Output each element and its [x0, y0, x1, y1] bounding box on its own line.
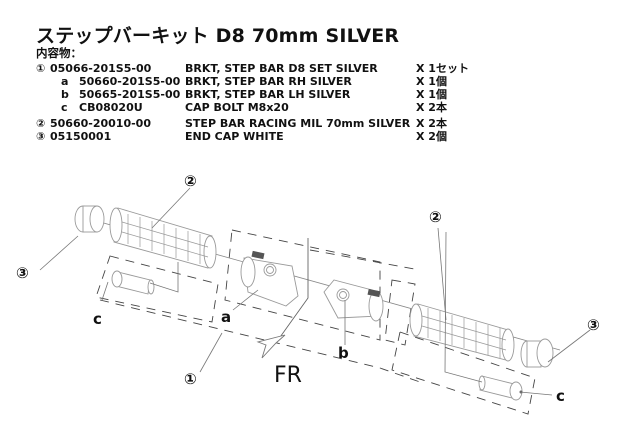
callout-2-right: ②	[429, 208, 442, 226]
callout-b: b	[338, 344, 349, 362]
page-title: ステップバーキット D8 70mm SILVER	[36, 25, 400, 47]
part-description: BRKT, STEP BAR RH SILVER	[185, 75, 352, 88]
leader-c-right	[519, 391, 553, 396]
part-quantity: X 2個	[416, 130, 447, 143]
callout-1: ①	[184, 370, 197, 388]
assembly-outline-left	[95, 229, 381, 341]
end-cap-right	[520, 338, 554, 368]
callout-2-left: ②	[184, 172, 197, 190]
callout-a: a	[221, 308, 231, 326]
cap-bolt-right	[478, 375, 523, 401]
callout-c-right: c	[556, 387, 565, 405]
bracket-a	[240, 250, 299, 307]
leader-1	[199, 332, 223, 373]
part-number: CB08020U	[79, 101, 143, 114]
part-quantity: X 2本	[416, 117, 447, 130]
part-description: STEP BAR RACING MIL 70mm SILVER	[185, 117, 411, 130]
assembly-outline-right	[384, 279, 536, 415]
bolt-leader-left	[149, 262, 179, 293]
part-mark: b	[61, 88, 69, 101]
cap-bolt-left	[111, 270, 155, 295]
part-description: CAP BOLT M8x20	[185, 101, 289, 114]
bracket-b	[323, 279, 384, 322]
contents-label: 内容物：	[36, 46, 82, 60]
part-number: 05150001	[50, 130, 112, 143]
part-mark: a	[61, 75, 69, 88]
direction-label: FR	[274, 363, 302, 388]
part-description: BRKT, STEP BAR LH SILVER	[185, 88, 351, 101]
front-direction-arrow	[256, 238, 309, 359]
leader-3-right	[547, 329, 591, 363]
leader-c-left	[101, 281, 109, 301]
part-description: END CAP WHITE	[185, 130, 284, 143]
callout-c-left: c	[93, 310, 102, 328]
part-number: 50660-20010-00	[50, 117, 151, 130]
leader-a	[232, 289, 259, 311]
part-quantity: X 1セット	[416, 62, 469, 75]
part-mark: ②	[36, 117, 46, 130]
part-number: 05066-201S5-00	[50, 62, 152, 75]
step-bar-right	[409, 303, 515, 362]
part-quantity: X 1個	[416, 75, 447, 88]
leader-3-left	[39, 235, 79, 271]
part-quantity: X 2本	[416, 101, 447, 114]
part-description: BRKT, STEP BAR D8 SET SILVER	[185, 62, 378, 75]
callout-3-left: ③	[16, 264, 29, 282]
end-cap-left	[74, 205, 105, 233]
part-mark: ③	[36, 130, 46, 143]
callout-3-right: ③	[587, 316, 600, 334]
bolt-leader-right	[444, 231, 483, 383]
leader-2-right	[437, 227, 447, 321]
assembly-outline-center	[99, 249, 421, 383]
part-quantity: X 1個	[416, 88, 447, 101]
part-mark: ①	[36, 62, 46, 75]
step-bar-left	[109, 207, 217, 269]
part-number: 50660-201S5-00	[79, 75, 181, 88]
part-number: 50665-201S5-00	[79, 88, 181, 101]
leader-2-left	[151, 187, 191, 229]
part-mark: c	[61, 101, 68, 114]
